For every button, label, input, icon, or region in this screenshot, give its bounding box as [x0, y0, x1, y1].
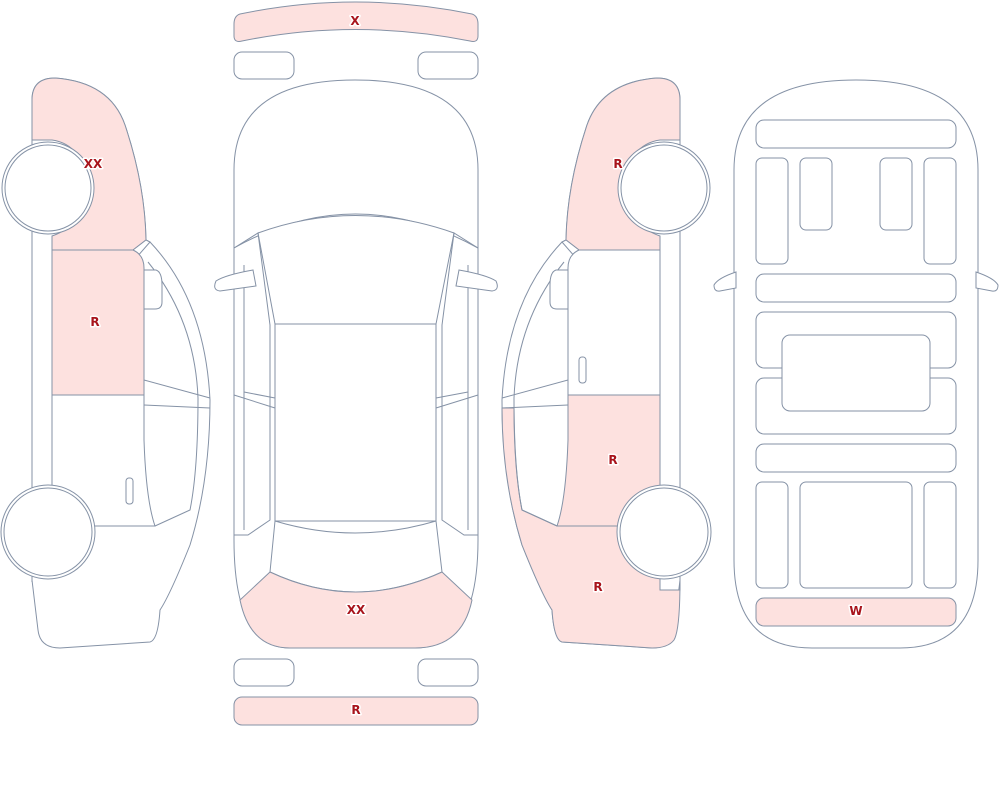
left-taillight[interactable] [233, 658, 295, 687]
front-bumper[interactable] [233, 1, 479, 42]
right-rear-quarter-mark: R [593, 580, 602, 594]
top-right-mirror[interactable] [455, 269, 498, 292]
left-rear-tire [3, 487, 93, 577]
interior-view: W [713, 79, 999, 649]
front-right-seat[interactable] [879, 157, 913, 231]
top-view: X XX R [214, 1, 498, 726]
right-door-handle[interactable] [578, 356, 587, 384]
right-side-view: R R R [501, 77, 712, 649]
left-front-door[interactable] [51, 249, 145, 396]
left-side-window [143, 261, 211, 527]
right-rear-tire [619, 487, 709, 577]
right-front-fender-mark: R [613, 157, 622, 171]
right-front-door[interactable] [567, 249, 661, 396]
left-front-door-mark: R [90, 315, 99, 329]
rear-floor-panel[interactable] [755, 443, 957, 473]
center-console[interactable] [781, 334, 931, 412]
rear-right-door-panel[interactable] [923, 481, 957, 589]
left-mirror[interactable] [143, 269, 163, 310]
right-taillight[interactable] [417, 658, 479, 687]
left-door-handle[interactable] [125, 477, 134, 505]
left-front-wheel[interactable] [1, 141, 95, 235]
top-side-lines [233, 232, 479, 536]
top-left-mirror[interactable] [214, 269, 257, 292]
windshield[interactable] [257, 215, 455, 325]
rear-left-door-panel[interactable] [755, 481, 789, 589]
front-floor-panel[interactable] [755, 273, 957, 303]
right-rear-wheel[interactable] [616, 484, 712, 580]
front-left-door-panel[interactable] [755, 157, 789, 265]
interior-right-mirror[interactable] [975, 271, 999, 292]
dashboard-panel[interactable] [755, 119, 957, 149]
front-right-door-panel[interactable] [923, 157, 957, 265]
right-side-window [501, 261, 569, 527]
rear-bumper-mark: R [351, 703, 360, 717]
right-front-tire [620, 144, 708, 232]
front-bumper-mark: X [350, 14, 360, 28]
left-front-tire [4, 144, 92, 232]
rear-bumper[interactable] [233, 696, 479, 726]
right-headlight[interactable] [417, 51, 479, 80]
interior-left-mirror[interactable] [713, 271, 737, 292]
right-front-wheel[interactable] [617, 141, 711, 235]
rear-seat[interactable] [799, 481, 913, 589]
rear-window[interactable] [239, 571, 473, 649]
left-headlight[interactable] [233, 51, 295, 80]
tailgate-panel[interactable] [755, 597, 957, 627]
left-side-view: XX R [0, 77, 211, 649]
right-mirror[interactable] [549, 269, 569, 310]
right-rear-door-mark: R [608, 453, 617, 467]
left-rear-wheel[interactable] [0, 484, 96, 580]
roof[interactable] [274, 323, 437, 522]
front-left-seat[interactable] [799, 157, 833, 231]
tailgate-panel-mark: W [849, 604, 862, 618]
rear-window-mark: XX [347, 603, 366, 617]
left-front-fender-mark: XX [84, 157, 103, 171]
